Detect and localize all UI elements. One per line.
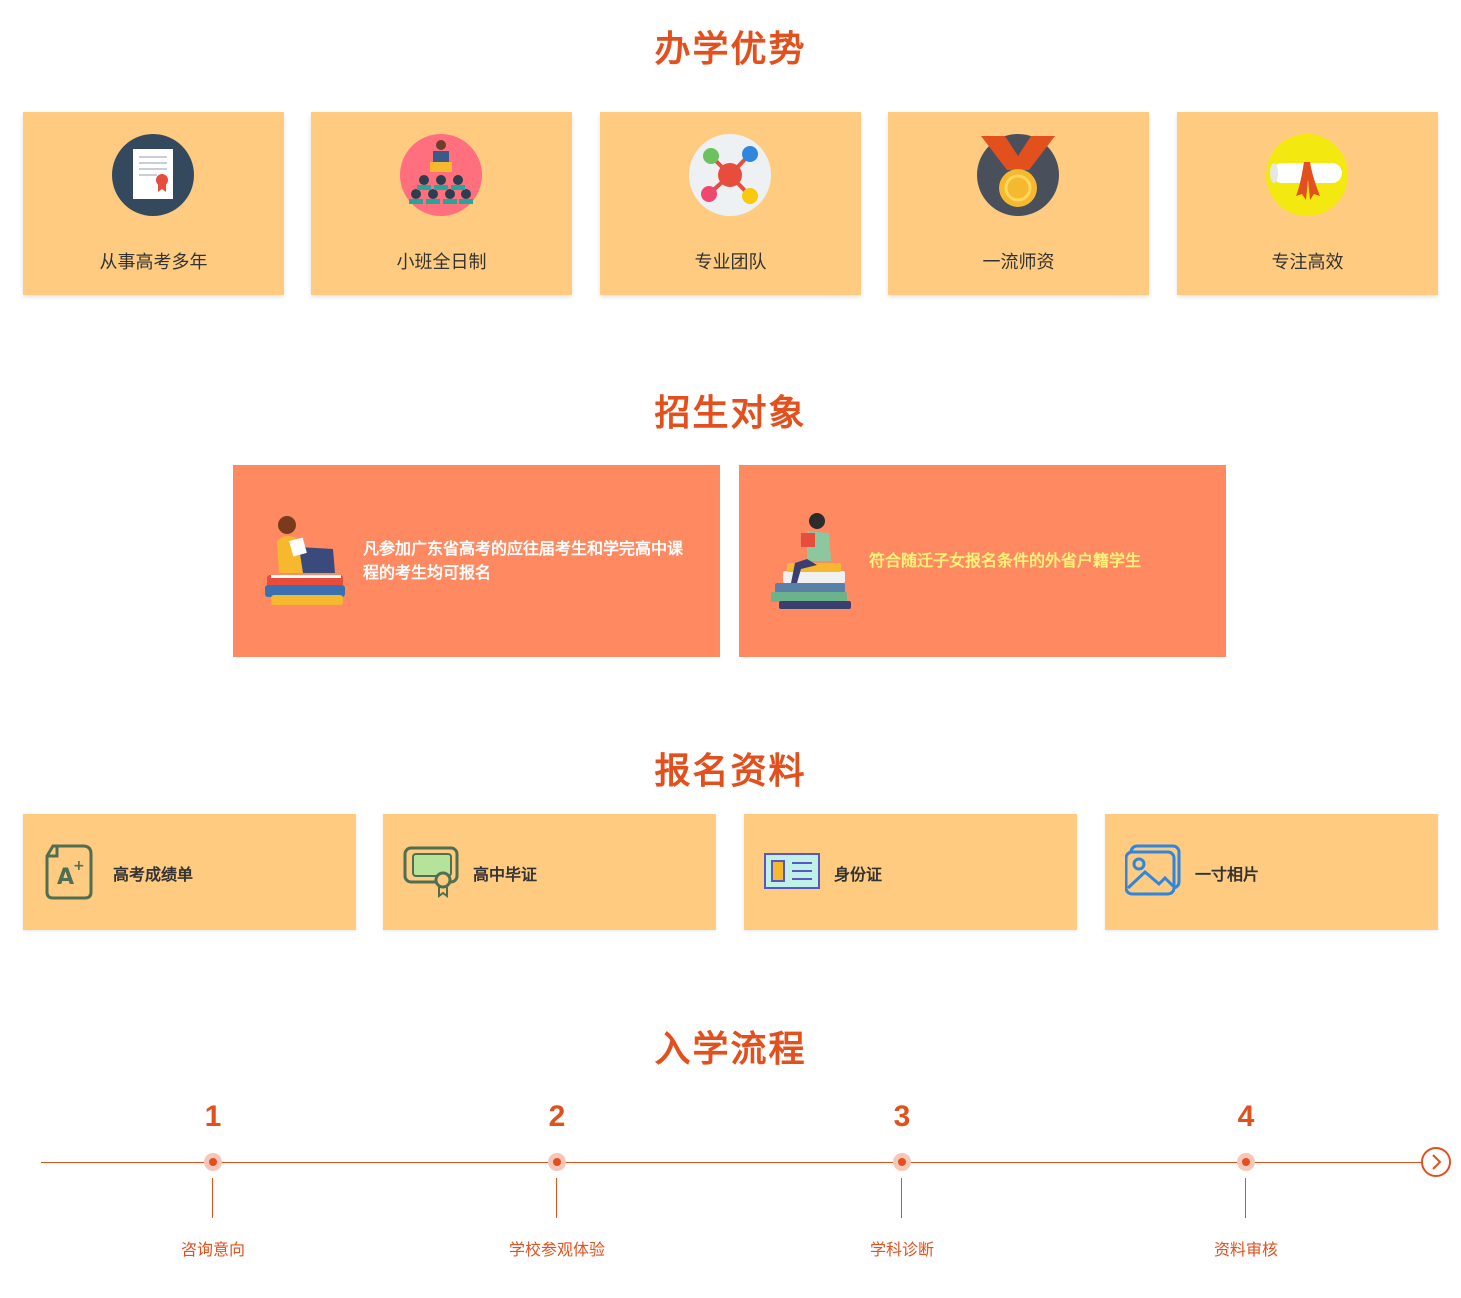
advantage-card: 从事高考多年 bbox=[23, 112, 284, 295]
step-label: 资料审核 bbox=[1213, 1242, 1278, 1259]
advantage-label: 专注高效 bbox=[1271, 252, 1344, 272]
classroom-icon bbox=[400, 134, 482, 216]
step-stem bbox=[1245, 1178, 1246, 1218]
step-stem bbox=[901, 1178, 902, 1218]
advantage-card: 小班全日制 bbox=[311, 112, 572, 295]
step-stem bbox=[556, 1178, 557, 1218]
process-step: 2 学校参观体验 bbox=[457, 1100, 657, 1259]
step-dot bbox=[548, 1153, 566, 1171]
step-dot bbox=[204, 1153, 222, 1171]
chevron-right-icon bbox=[1432, 1154, 1442, 1170]
step-number: 3 bbox=[893, 1100, 911, 1133]
diploma-icon bbox=[1266, 134, 1348, 216]
advantage-card: 专注高效 bbox=[1177, 112, 1438, 295]
step-label: 学科诊断 bbox=[869, 1242, 934, 1259]
materials-title: 报名资料 bbox=[654, 751, 807, 792]
targets-title: 招生对象 bbox=[654, 393, 807, 434]
step-number: 2 bbox=[548, 1100, 566, 1133]
step-number: 1 bbox=[204, 1100, 222, 1133]
svg-text:A: A bbox=[57, 865, 74, 890]
network-icon bbox=[689, 134, 771, 216]
step-dot bbox=[1237, 1153, 1255, 1171]
grade-report-icon: A + bbox=[45, 844, 93, 900]
material-label: 高考成绩单 bbox=[113, 867, 194, 884]
material-card: A + 高考成绩单 bbox=[23, 814, 356, 930]
id-card-icon bbox=[764, 853, 820, 889]
material-label: 一寸相片 bbox=[1195, 867, 1260, 884]
advantage-label: 小班全日制 bbox=[396, 252, 487, 272]
material-card: 高中毕证 bbox=[383, 814, 716, 930]
timeline-line bbox=[41, 1162, 1422, 1163]
reading-girl-icon bbox=[265, 516, 345, 605]
target-card: 符合随迁子女报名条件的外省户籍学生 bbox=[739, 465, 1226, 657]
material-label: 高中毕证 bbox=[473, 867, 538, 884]
step-label: 咨询意向 bbox=[180, 1242, 245, 1259]
material-card: 身份证 bbox=[744, 814, 1077, 930]
target-text: 符合随迁子女报名条件的外省户籍学生 bbox=[869, 551, 1142, 570]
advantage-card: 专业团队 bbox=[600, 112, 861, 295]
process-step: 3 学科诊断 bbox=[802, 1100, 1002, 1259]
process-step: 4 资料审核 bbox=[1146, 1100, 1346, 1259]
process-step: 1 咨询意向 bbox=[113, 1100, 313, 1259]
advantages-title: 办学优势 bbox=[654, 29, 807, 70]
advantages-list: 从事高考多年 小班全日制 bbox=[23, 112, 1438, 295]
medal-icon bbox=[977, 134, 1059, 216]
target-text: 凡参加广东省高考的应往届考生和学完高中课程的考生均可报名 bbox=[363, 539, 684, 582]
advantage-label: 从事高考多年 bbox=[99, 252, 208, 272]
step-dot bbox=[893, 1153, 911, 1171]
reading-boy-icon bbox=[771, 513, 851, 609]
target-card: 凡参加广东省高考的应往届考生和学完高中课程的考生均可报名 bbox=[233, 465, 720, 657]
next-button[interactable] bbox=[1421, 1147, 1451, 1177]
material-card: 一寸相片 bbox=[1105, 814, 1438, 930]
material-label: 身份证 bbox=[834, 867, 883, 884]
step-stem bbox=[212, 1178, 213, 1218]
certificate-icon bbox=[112, 134, 194, 216]
step-label: 学校参观体验 bbox=[508, 1242, 605, 1259]
advantage-label: 一流师资 bbox=[982, 252, 1055, 272]
svg-text:+: + bbox=[73, 858, 85, 874]
diploma-certificate-icon bbox=[403, 846, 459, 898]
advantage-label: 专业团队 bbox=[694, 252, 767, 272]
step-number: 4 bbox=[1237, 1100, 1255, 1133]
advantage-card: 一流师资 bbox=[888, 112, 1149, 295]
photo-icon bbox=[1125, 844, 1181, 896]
process-title: 入学流程 bbox=[654, 1029, 807, 1070]
